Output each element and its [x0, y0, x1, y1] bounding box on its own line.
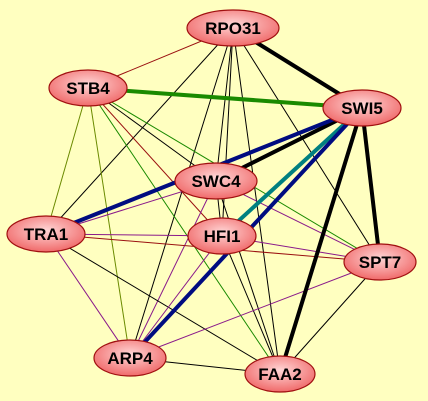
edge-spt7-faa2 [279, 261, 381, 375]
edge-hfi1-arp4 [129, 235, 223, 359]
node-ellipse [186, 9, 280, 47]
node-label: SWI5 [341, 99, 383, 118]
edge-swi5-faa2 [278, 106, 364, 376]
edge-rpo31-swc4 [215, 27, 234, 182]
edge-rpo31-spt7 [232, 27, 381, 263]
node-arp4[interactable]: ARP4 [93, 339, 167, 377]
node-ellipse [174, 162, 258, 200]
node-label: RPO31 [205, 19, 261, 38]
node-hfi1[interactable]: HFI1 [187, 217, 257, 255]
edge-rpo31-arp4 [129, 27, 234, 359]
node-spt7[interactable]: SPT7 [343, 243, 417, 281]
edge-stb4-faa2 [87, 87, 281, 375]
node-tra1[interactable]: TRA1 [6, 215, 86, 253]
node-ellipse [6, 215, 86, 253]
node-ellipse [48, 69, 128, 107]
node-ellipse [343, 243, 417, 281]
edge-stb4-tra1 [45, 87, 89, 235]
node-ellipse [93, 339, 167, 377]
node-label: STB4 [66, 79, 110, 98]
edge-swi5-spt7 [360, 106, 382, 264]
node-ellipse [322, 89, 402, 127]
edge-swc4-faa2 [215, 180, 281, 375]
node-rpo31[interactable]: RPO31 [186, 9, 280, 47]
edge-rpo31-tra1 [45, 27, 234, 235]
node-swi5[interactable]: SWI5 [322, 89, 402, 127]
node-label: SPT7 [359, 253, 402, 272]
edge-stb4-arp4 [87, 87, 131, 359]
node-label: HFI1 [204, 227, 241, 246]
edge-swi5-hfi1 [220, 106, 364, 238]
node-ellipse [187, 217, 257, 255]
edge-rpo31-hfi1 [221, 27, 234, 237]
edge-tra1-arp4 [45, 233, 131, 359]
edge-stb4-hfi1 [87, 87, 223, 237]
node-label: SWC4 [191, 172, 241, 191]
edge-stb4-swi5 [86, 86, 364, 110]
edge-hfi1-faa2 [221, 235, 281, 375]
node-faa2[interactable]: FAA2 [244, 355, 316, 393]
edge-tra1-faa2 [45, 233, 281, 375]
edge-spt7-arp4 [129, 261, 381, 359]
node-swc4[interactable]: SWC4 [174, 162, 258, 200]
node-label: TRA1 [24, 225, 68, 244]
node-label: FAA2 [258, 365, 301, 384]
node-stb4[interactable]: STB4 [48, 69, 128, 107]
node-ellipse [244, 355, 316, 393]
edge-swc4-arp4 [129, 180, 217, 359]
node-label: ARP4 [107, 349, 153, 368]
